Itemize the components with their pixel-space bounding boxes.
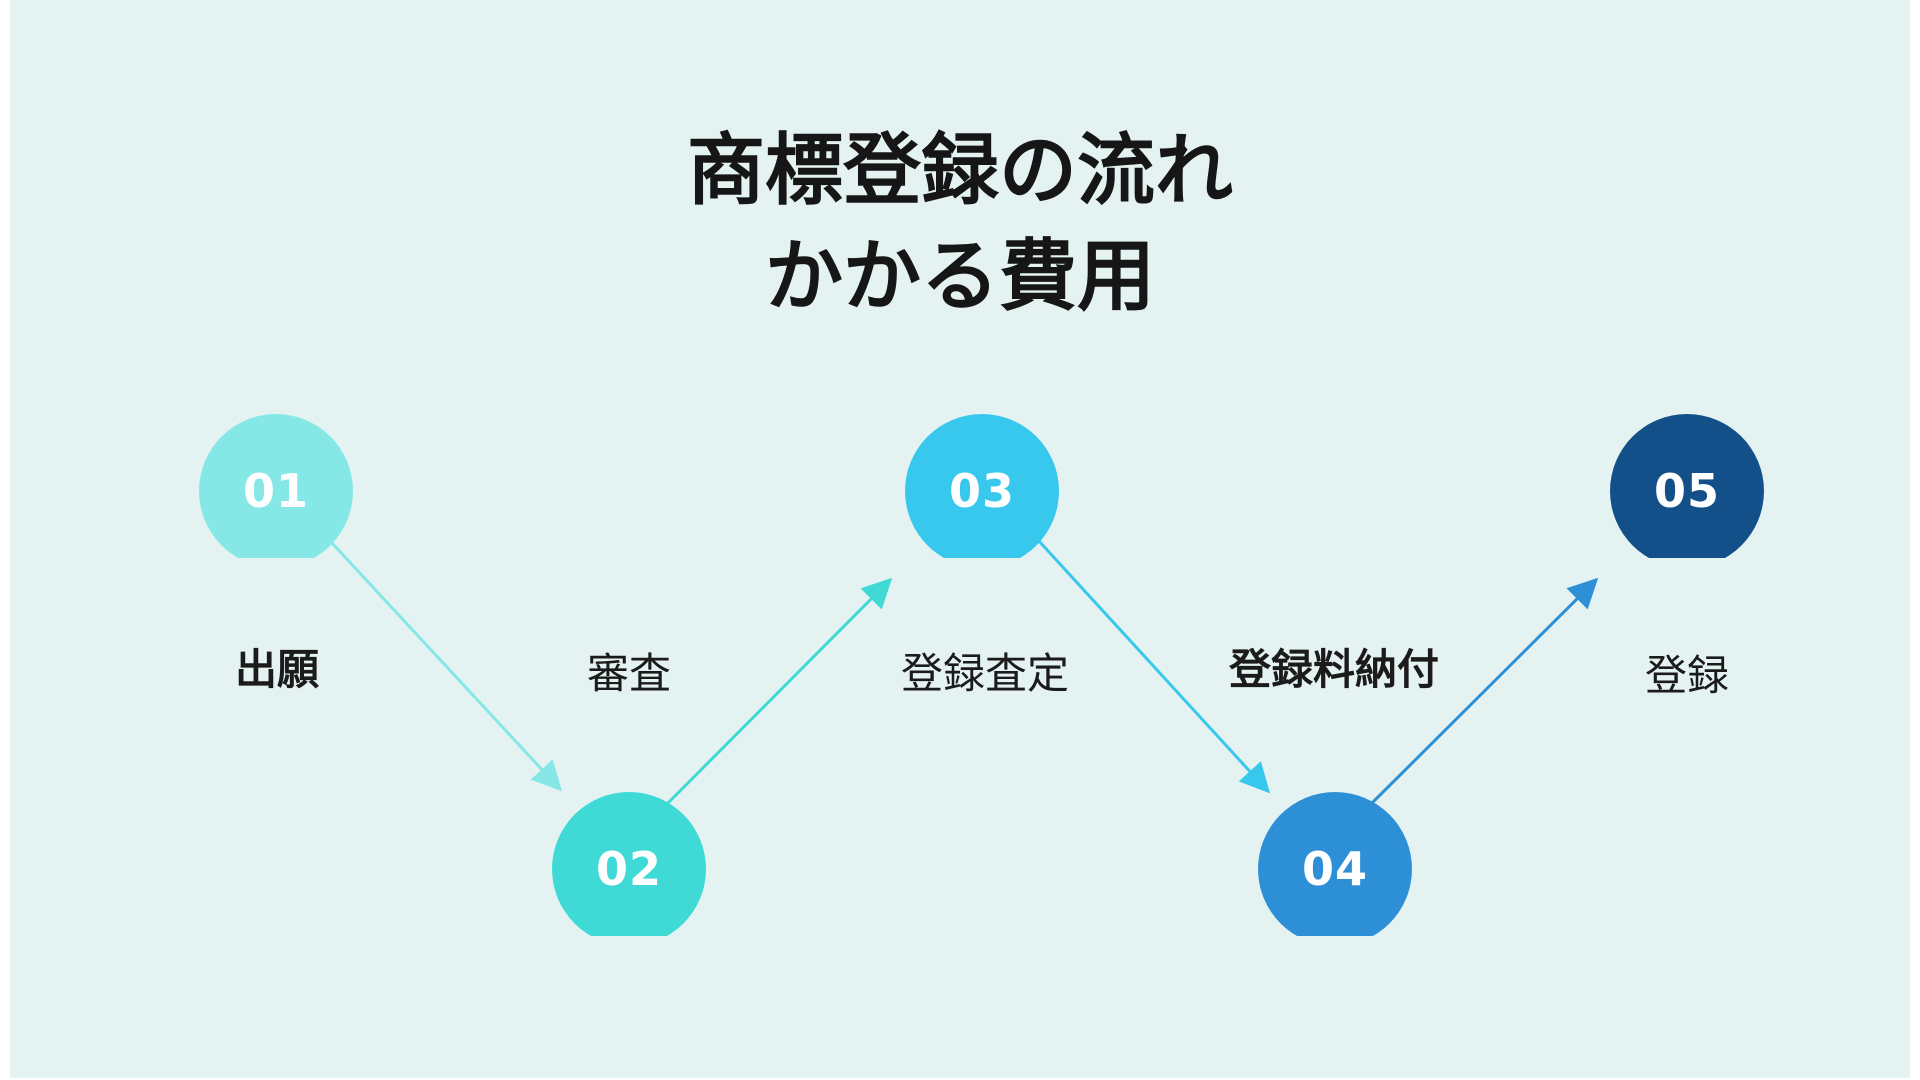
- step-02-label: 審査: [586, 649, 671, 698]
- step-03-label: 登録査定: [900, 649, 1069, 698]
- title-line-1: 商標登録の流れ: [686, 126, 1233, 216]
- page-title: 商標登録の流れ かかる費用: [0, 118, 1920, 330]
- arrow-01-to-02: [330, 541, 563, 792]
- step-04-circle: 04: [1258, 792, 1412, 936]
- step-05-label: 登録: [1644, 651, 1729, 700]
- step-05-circle: 05: [1610, 414, 1764, 558]
- step-04-label: 登録料納付: [1228, 645, 1439, 694]
- step-01-number: 01: [242, 464, 309, 518]
- step-02-circle: 02: [552, 792, 706, 936]
- step-01-label: 出願: [234, 645, 319, 694]
- step-02-number: 02: [595, 842, 662, 896]
- arrow-02-to-03: [666, 577, 893, 805]
- step-05-number: 05: [1653, 464, 1720, 518]
- step-03-number: 03: [948, 464, 1015, 518]
- arrow-03-to-04: [1036, 538, 1271, 794]
- step-04-number: 04: [1301, 842, 1368, 896]
- title-line-2: かかる費用: [764, 232, 1155, 322]
- step-01-circle: 01: [199, 414, 353, 558]
- step-03-circle: 03: [905, 414, 1059, 558]
- arrow-04-to-05: [1370, 577, 1599, 805]
